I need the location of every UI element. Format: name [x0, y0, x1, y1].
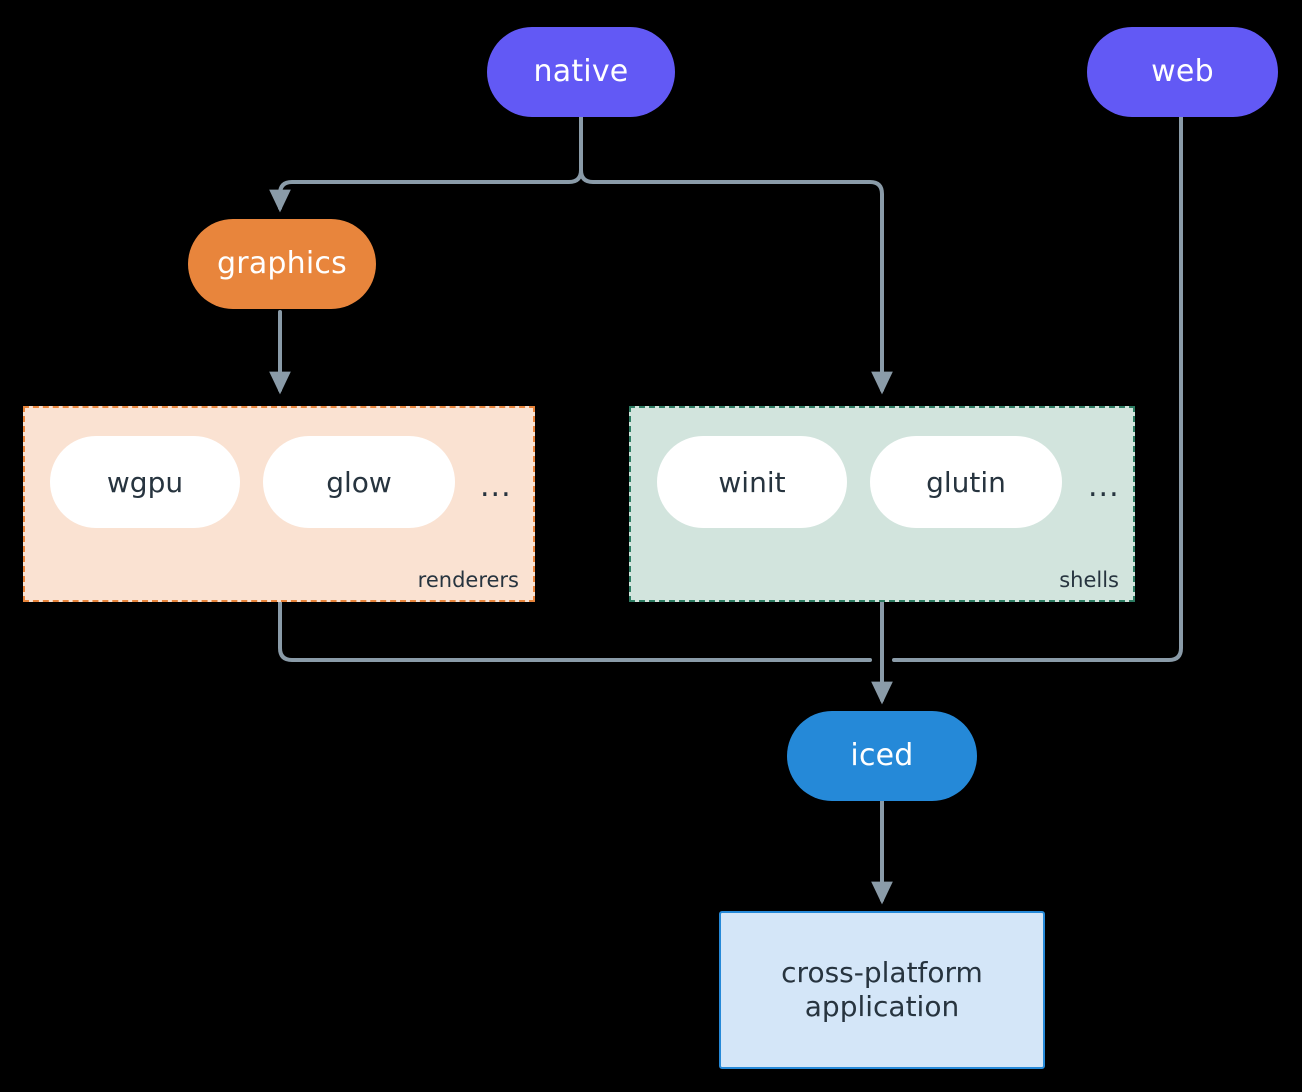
leaf-winit[interactable]: winit — [657, 436, 847, 528]
node-iced-label: iced — [850, 737, 914, 773]
cluster-shells: winit glutin ... shells — [629, 406, 1135, 602]
node-application-label-line2: application — [804, 990, 960, 1023]
leaf-glow[interactable]: glow — [263, 436, 455, 528]
node-native[interactable]: native — [487, 27, 675, 117]
node-application[interactable]: cross-platform application — [719, 911, 1045, 1069]
node-application-label-line1: cross-platform — [781, 955, 983, 989]
cluster-renderers: wgpu glow ... renderers — [23, 406, 535, 602]
shells-overflow-ellipsis: ... — [1088, 469, 1120, 504]
cluster-shells-label: shells — [1059, 568, 1119, 592]
node-iced[interactable]: iced — [787, 711, 977, 801]
leaf-winit-label: winit — [718, 465, 786, 499]
node-web[interactable]: web — [1087, 27, 1278, 117]
edge-native-to-shells — [579, 168, 893, 395]
renderers-overflow-ellipsis: ... — [480, 469, 512, 504]
leaf-glow-label: glow — [326, 465, 392, 499]
node-graphics[interactable]: graphics — [188, 219, 376, 309]
node-native-label: native — [533, 53, 629, 89]
node-graphics-label: graphics — [217, 245, 347, 281]
edge-native-to-graphics — [269, 168, 583, 213]
leaf-glutin-label: glutin — [926, 465, 1006, 499]
cluster-renderers-label: renderers — [417, 568, 519, 592]
leaf-wgpu-label: wgpu — [106, 465, 184, 499]
edge-renderers-to-iced — [278, 600, 872, 662]
node-web-label: web — [1151, 53, 1214, 89]
leaf-wgpu[interactable]: wgpu — [50, 436, 240, 528]
leaf-glutin[interactable]: glutin — [870, 436, 1062, 528]
